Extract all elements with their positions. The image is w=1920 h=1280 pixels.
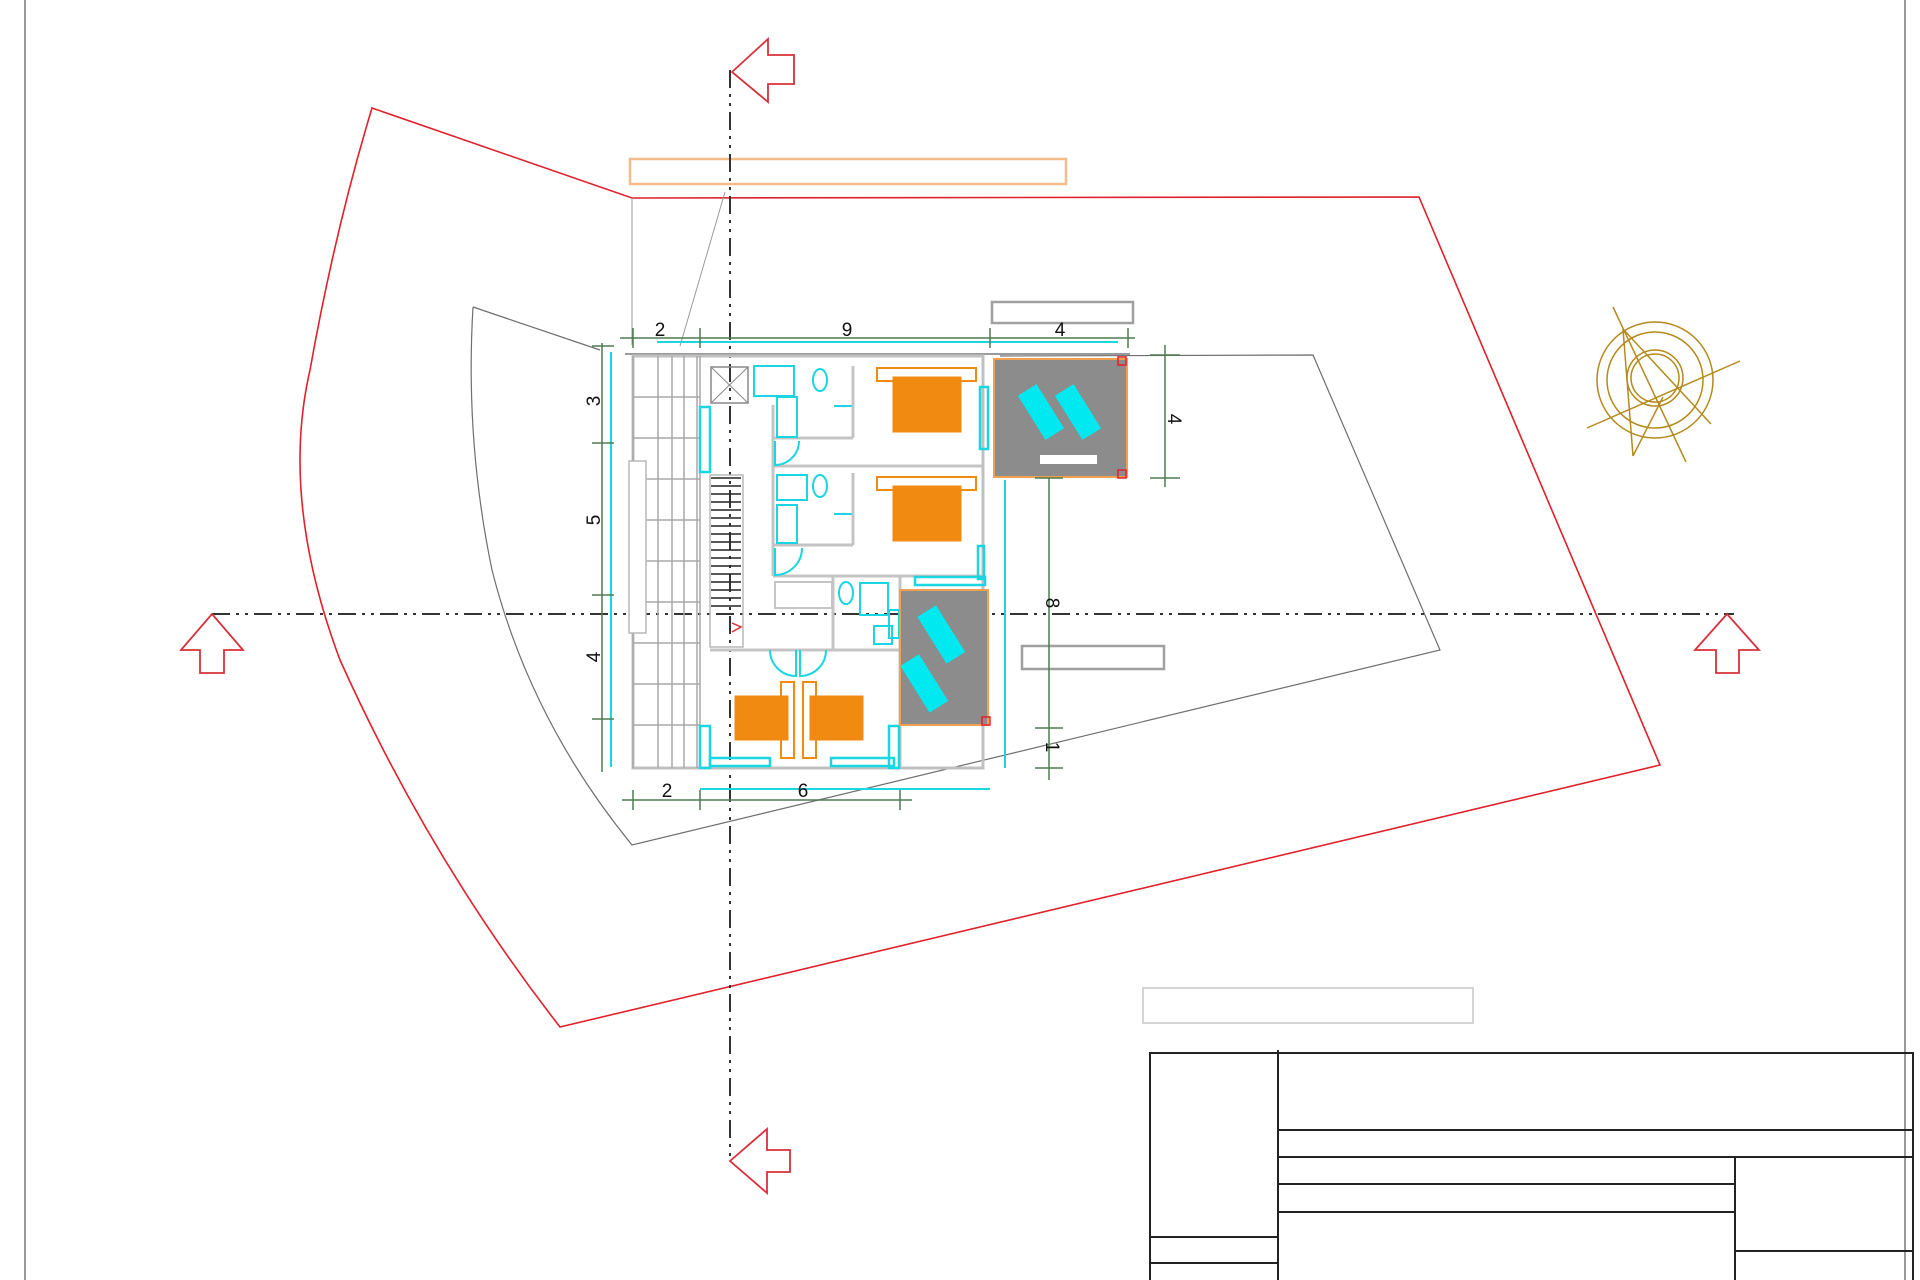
dimensions (592, 328, 1180, 810)
dim-left-upper: 3 (584, 396, 605, 407)
terrace-upper (993, 356, 1128, 479)
elevator-cross-b (710, 366, 749, 404)
mattress (892, 376, 962, 433)
elevator-shaft (710, 366, 749, 404)
bathtub (774, 581, 833, 609)
floor-plan (610, 341, 1130, 790)
stair-landing (628, 460, 647, 634)
doors (769, 405, 852, 678)
dim-top-stair: 2 (655, 320, 666, 341)
section-arrow-bottom-icon (728, 1127, 791, 1195)
sunbed (1054, 384, 1102, 440)
corridor-window (698, 405, 712, 474)
gray-label-box (1142, 987, 1474, 1024)
bathroom-fixtures (753, 365, 900, 645)
mattress (809, 695, 864, 741)
post (1117, 469, 1127, 479)
gray-strip-top (990, 300, 1135, 325)
post (981, 716, 991, 726)
bed-3 (734, 681, 795, 759)
setback-outline-diagonal (679, 191, 726, 347)
orange-boundary-strip (628, 157, 1068, 186)
section-arrow-top-icon (730, 36, 795, 104)
bed-4 (802, 681, 864, 759)
dim-right-terrace: 4 (1163, 414, 1184, 425)
dim-bottom-stair: 2 (662, 781, 673, 802)
gray-strip-right (1020, 644, 1166, 671)
dim-bottom-main: 6 (798, 781, 809, 802)
terrace-lower (899, 589, 991, 726)
dim-top-terrace: 4 (1055, 320, 1066, 341)
stair-direction-arrow-icon (731, 622, 743, 633)
interior-stair (711, 477, 741, 607)
dim-right-site-upper: 8 (1041, 598, 1062, 609)
mattress (892, 485, 962, 542)
dim-left-lower: 4 (584, 651, 605, 662)
dim-left-middle: 5 (584, 515, 605, 526)
sunbed (1017, 384, 1065, 440)
terrace-bench (1040, 455, 1097, 464)
dim-right-site-lower: 1 (1041, 742, 1062, 753)
section-arrow-right-icon (1692, 612, 1762, 674)
dim-top-main: 9 (842, 320, 853, 341)
bed-2 (876, 476, 977, 542)
north-arrow-compass-icon (1586, 306, 1741, 463)
sunbed (917, 605, 966, 664)
section-arrow-left-icon (179, 612, 245, 674)
post (1117, 356, 1127, 366)
bed-1 (876, 367, 977, 433)
mattress (734, 695, 789, 741)
interior-stair-frame (709, 474, 744, 648)
site-boundary (299, 106, 1662, 1028)
title-block (1149, 1050, 1914, 1280)
sunbed (900, 654, 949, 713)
windows (698, 385, 990, 770)
setback-outline (470, 306, 1441, 846)
